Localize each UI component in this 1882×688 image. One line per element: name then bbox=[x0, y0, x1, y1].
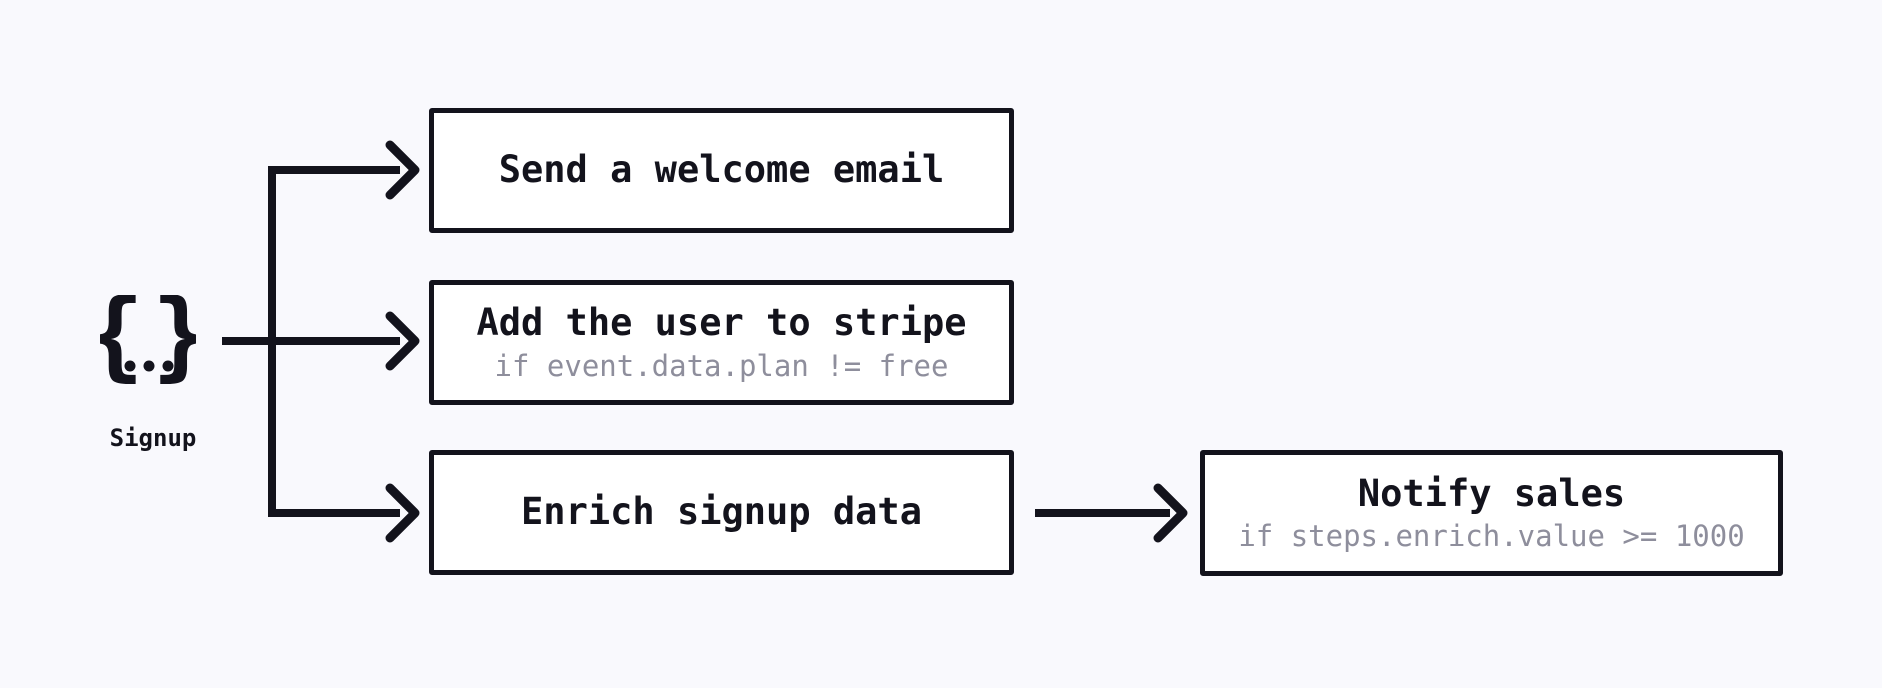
step-node-notify-sales[interactable]: Notify sales if steps.enrich.value >= 10… bbox=[1200, 450, 1783, 576]
ellipsis-dots-icon bbox=[124, 360, 174, 372]
step-title: Notify sales bbox=[1357, 471, 1626, 515]
step-condition: if event.data.plan != free bbox=[494, 348, 949, 383]
step-title: Add the user to stripe bbox=[476, 301, 967, 345]
arrow-trigger-branches bbox=[268, 166, 400, 517]
left-brace: { bbox=[100, 295, 144, 385]
arrowhead-notify bbox=[1153, 483, 1188, 543]
event-payload-braces-icon[interactable]: { } bbox=[100, 295, 196, 385]
step-node-enrich-signup-data[interactable]: Enrich signup data bbox=[429, 450, 1014, 575]
step-title: Enrich signup data bbox=[521, 490, 922, 534]
arrowhead-welcome bbox=[385, 140, 420, 200]
step-node-send-welcome-email[interactable]: Send a welcome email bbox=[429, 108, 1014, 233]
right-brace: } bbox=[152, 295, 196, 385]
arrowhead-enrich bbox=[385, 483, 420, 543]
step-node-add-user-to-stripe[interactable]: Add the user to stripe if event.data.pla… bbox=[429, 280, 1014, 405]
arrowhead-stripe bbox=[385, 311, 420, 371]
step-condition: if steps.enrich.value >= 1000 bbox=[1238, 519, 1745, 554]
trigger-event-label: Signup bbox=[109, 424, 197, 452]
step-title: Send a welcome email bbox=[498, 148, 945, 192]
